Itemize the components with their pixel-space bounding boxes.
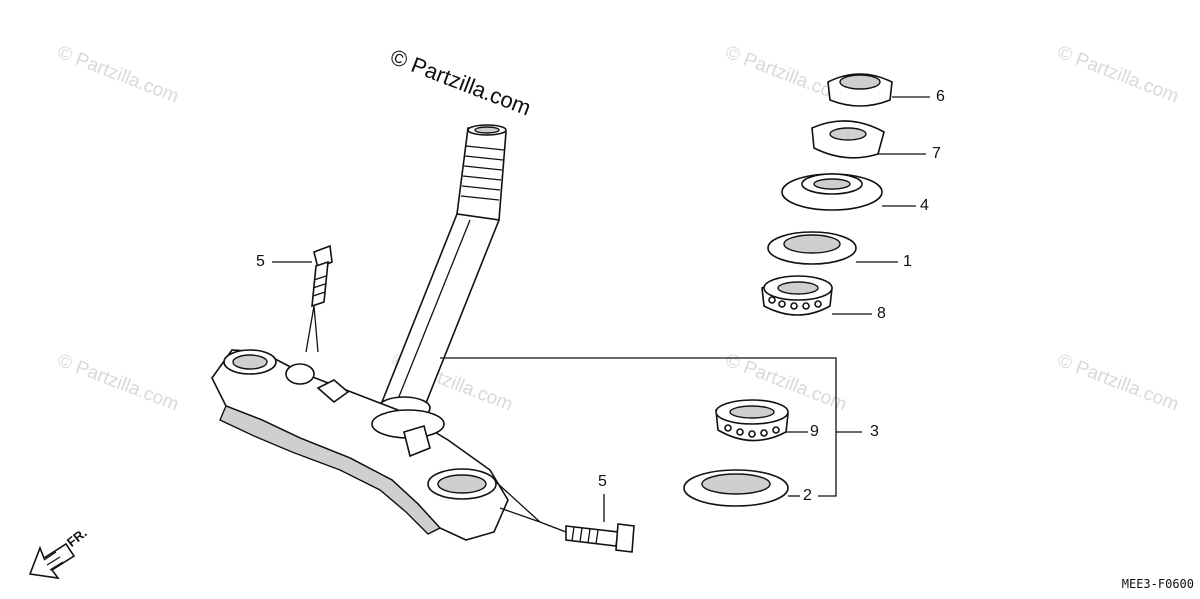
lock-washer[interactable] (811, 120, 885, 159)
callout-5-top[interactable]: 5 (256, 253, 265, 270)
dust-seal[interactable] (767, 231, 857, 265)
bolt-bottom[interactable] (495, 481, 635, 553)
callout-5-bottom[interactable]: 5 (598, 473, 607, 490)
callout-8[interactable]: 8 (877, 305, 886, 322)
callout-2[interactable]: 2 (803, 487, 812, 504)
lower-bearing[interactable] (715, 399, 789, 442)
lock-nut[interactable] (827, 73, 893, 107)
steering-stem[interactable] (377, 124, 507, 420)
callout-9[interactable]: 9 (810, 423, 819, 440)
upper-bearing[interactable] (761, 275, 833, 316)
callout-4[interactable]: 4 (920, 197, 929, 214)
callout-7[interactable]: 7 (932, 145, 941, 162)
leader-lines (272, 96, 930, 522)
bolt-top[interactable] (305, 244, 333, 353)
callout-6[interactable]: 6 (936, 88, 945, 105)
front-direction-arrow (28, 542, 76, 580)
lower-dust-seal[interactable] (683, 469, 789, 507)
callout-3[interactable]: 3 (870, 423, 879, 440)
diagram-code: MEE3-F0600 (1121, 577, 1194, 591)
bottom-bridge[interactable] (211, 349, 509, 541)
adjusting-nut[interactable] (781, 173, 883, 211)
callout-1[interactable]: 1 (903, 253, 912, 270)
